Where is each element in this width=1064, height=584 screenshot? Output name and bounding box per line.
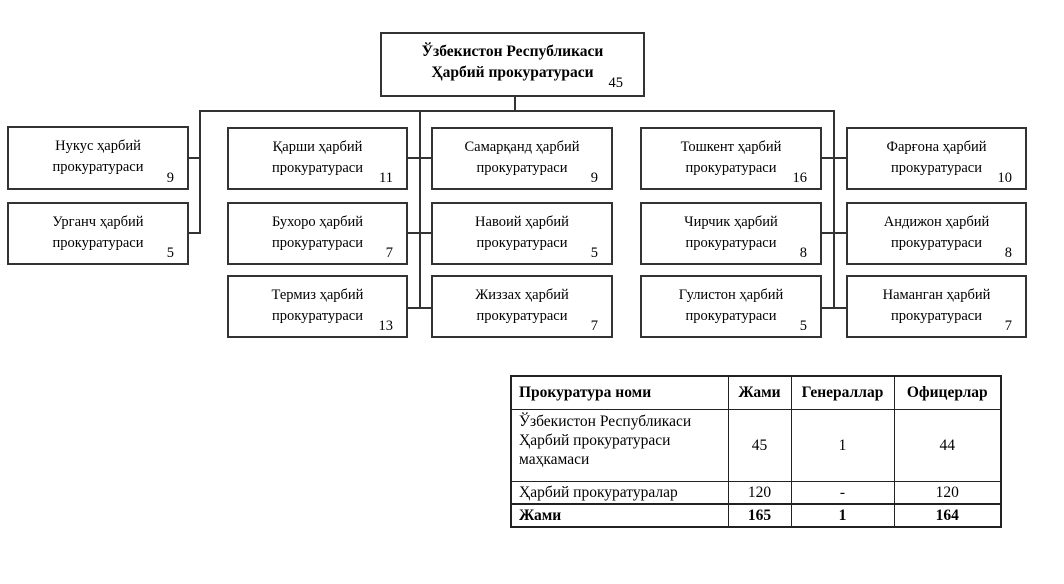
- org-box-count: 5: [166, 245, 174, 261]
- table-cell-total: 120: [727, 480, 792, 504]
- org-box-label: Андижон ҳарбий прокуратураси: [883, 214, 990, 251]
- table-row: Ҳарбий прокуратуралар 120 - 120: [510, 480, 1002, 504]
- org-box-label: Чирчик ҳарбий прокуратураси: [684, 214, 778, 251]
- org-box-label: Фарғона ҳарбий прокуратураси: [886, 139, 987, 176]
- org-box-root: Ўзбекистон Республикаси Ҳарбий прокурату…: [380, 32, 645, 97]
- org-box-termiz: Термиз ҳарбий прокуратураси 13: [227, 275, 408, 338]
- staff-table-header-officers: Офицерлар: [893, 375, 1002, 410]
- table-cell-officers: 164: [893, 502, 1002, 527]
- connector-spine-left: [199, 110, 201, 234]
- org-box-label: Самарқанд ҳарбий прокуратураси: [464, 139, 580, 176]
- connector-spine-right: [833, 110, 835, 309]
- table-cell-total: 165: [727, 502, 792, 527]
- org-box-label: Қарши ҳарбий прокуратураси: [272, 139, 363, 176]
- table-cell-generals: 1: [790, 502, 895, 527]
- staff-table-header-row: Прокуратура номи Жами Генераллар Офицерл…: [510, 375, 1002, 410]
- connector-stub-right-row2: [821, 232, 847, 234]
- org-box-toshkent: Тошкент ҳарбий прокуратураси 16: [640, 127, 822, 190]
- table-cell-officers: 120: [893, 480, 1002, 504]
- org-box-count: 5: [799, 318, 807, 334]
- org-box-chirchik: Чирчик ҳарбий прокуратураси 8: [640, 202, 822, 265]
- connector-stub-left-row1: [187, 157, 201, 159]
- org-box-guliston: Гулистон ҳарбий прокуратураси 5: [640, 275, 822, 338]
- org-box-label: Бухоро ҳарбий прокуратураси: [271, 214, 364, 251]
- connector-stub-right-row1: [821, 157, 847, 159]
- org-box-nukus: Нукус ҳарбий прокуратураси 9: [7, 126, 189, 190]
- org-box-count: 7: [385, 245, 393, 261]
- org-box-qarshi: Қарши ҳарбий прокуратураси 11: [227, 127, 408, 190]
- table-cell-name: Ўзбекистон Республикаси Ҳарбий прокурату…: [510, 408, 729, 482]
- org-box-label: Навоий ҳарбий прокуратураси: [475, 214, 569, 251]
- org-box-urganch: Урганч ҳарбий прокуратураси 5: [7, 202, 189, 265]
- table-cell-name: Ҳарбий прокуратуралар: [510, 480, 729, 504]
- connector-stub-mid-row1: [407, 157, 432, 159]
- org-box-navoiy: Навоий ҳарбий прокуратураси 5: [431, 202, 613, 265]
- table-cell-total: 45: [727, 408, 792, 482]
- org-box-samarqand: Самарқанд ҳарбий прокуратураси 9: [431, 127, 613, 190]
- org-box-count: 5: [590, 245, 598, 261]
- table-row: Ўзбекистон Республикаси Ҳарбий прокурату…: [510, 408, 1002, 482]
- connector-spine-middle: [419, 110, 421, 309]
- connector-stub-left-row2: [187, 232, 201, 234]
- org-box-fargona: Фарғона ҳарбий прокуратураси 10: [846, 127, 1027, 190]
- org-box-label: Термиз ҳарбий прокуратураси: [271, 287, 364, 324]
- org-box-count: 11: [379, 170, 393, 186]
- org-box-count: 13: [378, 318, 394, 334]
- org-box-root-label: Ўзбекистон Республикаси Ҳарбий прокурату…: [421, 43, 604, 81]
- org-box-label: Жиззах ҳарбий прокуратураси: [475, 287, 569, 324]
- table-row-total: Жами 165 1 164: [510, 502, 1002, 527]
- staff-table-header-total: Жами: [727, 375, 792, 410]
- org-box-namangan: Наманган ҳарбий прокуратураси 7: [846, 275, 1027, 338]
- staff-table: Прокуратура номи Жами Генераллар Офицерл…: [510, 375, 1002, 528]
- org-box-label: Наманган ҳарбий прокуратураси: [882, 287, 991, 324]
- connector-stub-right-row3: [821, 307, 847, 309]
- org-box-count: 9: [590, 170, 598, 186]
- org-box-count: 16: [792, 170, 808, 186]
- org-box-andijon: Андижон ҳарбий прокуратураси 8: [846, 202, 1027, 265]
- org-box-label: Тошкент ҳарбий прокуратураси: [680, 139, 782, 176]
- org-box-count: 8: [799, 245, 807, 261]
- table-cell-generals: 1: [790, 408, 895, 482]
- org-box-bukhoro: Бухоро ҳарбий прокуратураси 7: [227, 202, 408, 265]
- org-box-label: Гулистон ҳарбий прокуратураси: [678, 287, 784, 324]
- org-box-label: Урганч ҳарбий прокуратураси: [52, 214, 144, 251]
- org-box-jizzakh: Жиззах ҳарбий прокуратураси 7: [431, 275, 613, 338]
- connector-stub-mid-row3: [407, 307, 432, 309]
- connector-main-horizontal: [199, 110, 835, 112]
- staff-table-header-name: Прокуратура номи: [510, 375, 729, 410]
- table-cell-officers: 44: [893, 408, 1002, 482]
- org-box-count: 7: [1004, 318, 1012, 334]
- org-box-count: 10: [997, 170, 1013, 186]
- staff-table-header-generals: Генераллар: [790, 375, 895, 410]
- table-cell-generals: -: [790, 480, 895, 504]
- org-box-root-count: 45: [608, 75, 624, 91]
- org-box-label: Нукус ҳарбий прокуратураси: [52, 138, 144, 175]
- org-box-count: 7: [590, 318, 598, 334]
- org-box-count: 8: [1004, 245, 1012, 261]
- connector-stub-mid-row2: [407, 232, 432, 234]
- org-box-count: 9: [166, 170, 174, 186]
- connector-root-drop: [514, 96, 516, 112]
- table-cell-name: Жами: [510, 502, 729, 527]
